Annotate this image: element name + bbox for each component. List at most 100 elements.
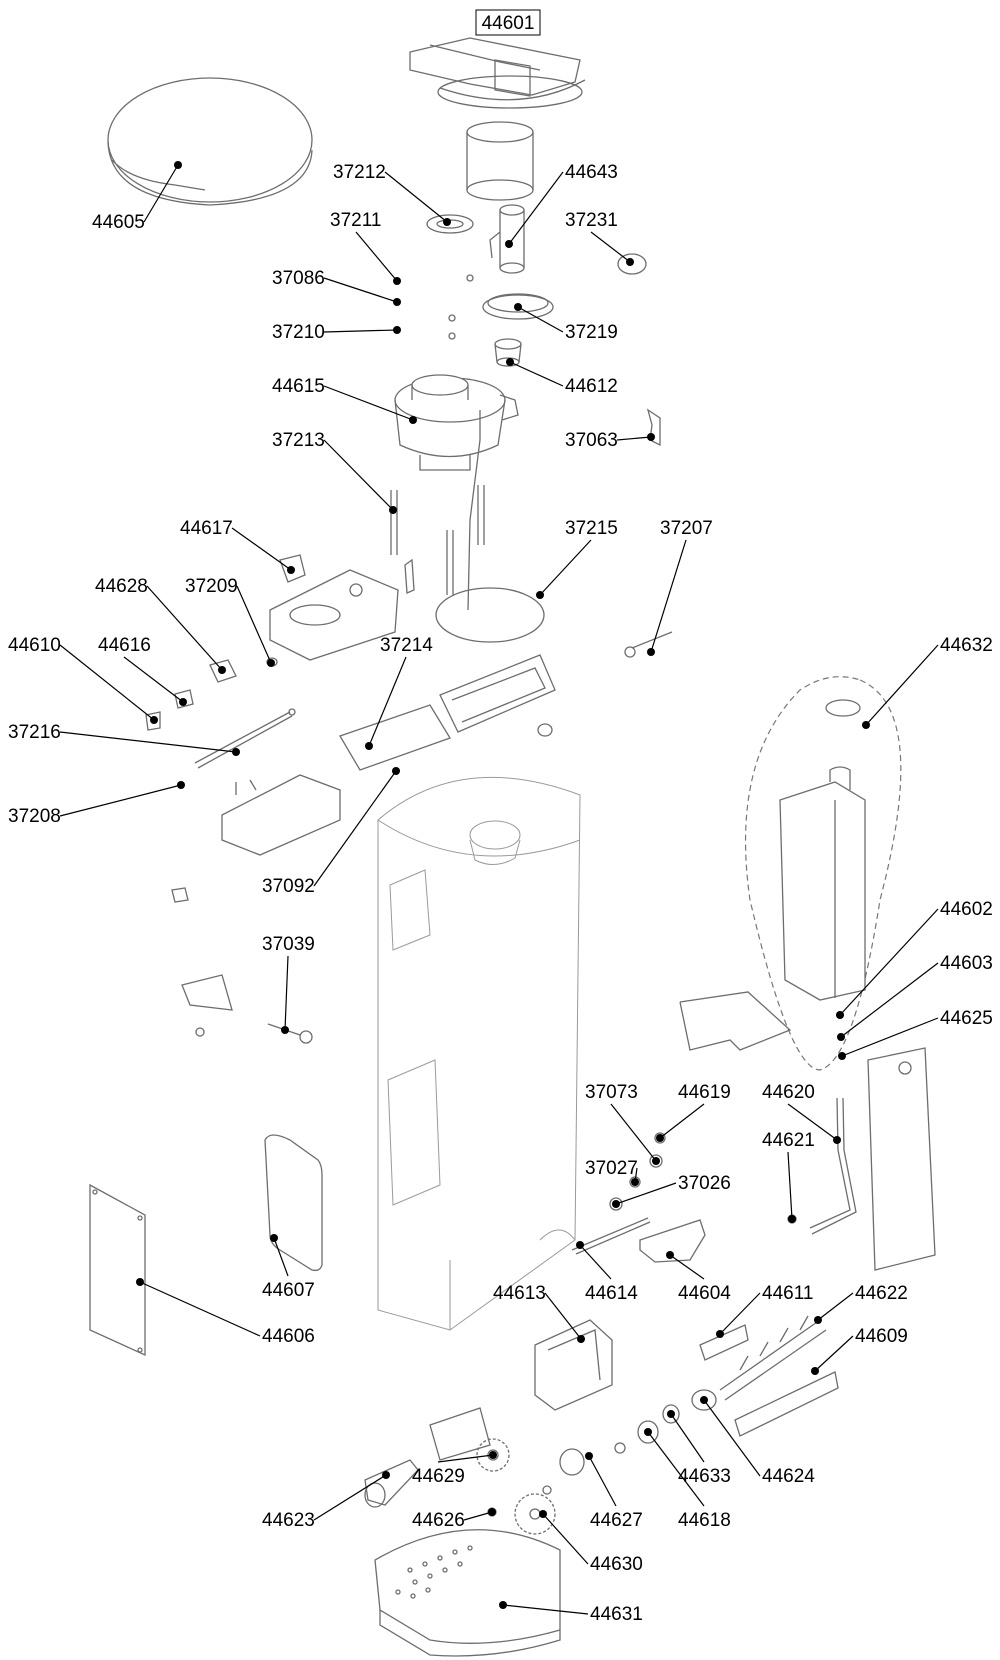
leader-line	[143, 164, 179, 223]
part-37216-shaft	[194, 708, 296, 769]
leader-line	[817, 1292, 854, 1321]
part-37214-gasket-frame	[339, 704, 451, 771]
part-number-label: 44632	[940, 635, 993, 656]
leader-dot	[644, 1428, 652, 1436]
part-number-label: 37211	[330, 210, 381, 231]
part-number-label: 44613	[493, 1283, 546, 1304]
leader-line	[463, 1511, 493, 1521]
callout-37207: 37207	[647, 518, 713, 656]
part-number-label: 37073	[585, 1082, 638, 1103]
part-number-label: 44633	[678, 1466, 731, 1487]
callout-44622: 44622	[814, 1283, 908, 1324]
leader-line	[323, 385, 414, 421]
callout-37219: 37219	[514, 303, 618, 343]
callout-44605: 44605	[92, 161, 182, 233]
callout-44617: 44617	[180, 518, 295, 574]
leader-dot	[833, 1136, 841, 1144]
part-control-box	[269, 569, 399, 661]
callout-44613: 44613	[493, 1283, 585, 1343]
part-44623-gear-motor	[364, 1459, 419, 1508]
leader-line	[669, 1254, 705, 1280]
leader-line	[659, 1103, 705, 1139]
part-motor-plate	[429, 1407, 491, 1461]
callout-44625: 44625	[838, 1008, 993, 1060]
part-number-label: 37207	[660, 518, 713, 539]
leader-dot	[536, 591, 544, 599]
leader-line	[719, 1292, 761, 1335]
leader-line	[59, 784, 182, 817]
leader-line	[588, 1455, 617, 1507]
callout-44621: 44621	[762, 1130, 815, 1223]
part-44614-shaft	[571, 1217, 651, 1255]
part-number-label: 37231	[565, 210, 618, 231]
leader-dot	[612, 1200, 620, 1208]
part-number-label: 44615	[272, 376, 325, 397]
leader-line	[323, 329, 398, 333]
leader-line	[139, 1281, 261, 1337]
leader-line	[323, 439, 394, 511]
part-drawings	[89, 37, 936, 1657]
leader-dot	[232, 748, 240, 756]
leader-line	[384, 171, 448, 223]
leader-dot	[365, 742, 373, 750]
callout-44628: 44628	[95, 576, 226, 674]
part-number-label: 44605	[92, 212, 145, 233]
leader-dot	[700, 1396, 708, 1404]
leader-line	[579, 1244, 612, 1280]
leader-dot	[505, 240, 513, 248]
leader-dot	[267, 659, 275, 667]
leader-line	[615, 1182, 677, 1205]
part-44604-bracket	[639, 1219, 706, 1263]
leader-dot	[656, 1134, 664, 1142]
leader-dot	[539, 1510, 547, 1518]
part-37213-rods	[390, 485, 485, 595]
part-44605-round-lid	[107, 77, 313, 206]
leader-dot	[862, 721, 870, 729]
part-filter-cassette	[439, 654, 556, 737]
part-number-label: 44607	[262, 1280, 315, 1301]
callout-37213: 37213	[272, 430, 397, 514]
callout-44627: 44627	[585, 1452, 643, 1531]
callout-44607: 44607	[262, 1234, 315, 1301]
leader-dot	[647, 433, 655, 441]
part-number-label: 44622	[855, 1283, 908, 1304]
part-bearings	[559, 1389, 717, 1476]
leader-dot	[136, 1278, 144, 1286]
leader-dot	[393, 298, 401, 306]
part-auger	[699, 1315, 839, 1437]
leader-dot	[667, 1410, 675, 1418]
part-number-label: 44630	[590, 1554, 643, 1575]
part-number-label: 44619	[678, 1082, 731, 1103]
leader-line	[544, 1292, 582, 1340]
part-37039-sensor	[181, 974, 313, 1044]
leader-line	[231, 527, 292, 571]
part-number-label: 37063	[565, 430, 618, 451]
part-37063-bracket	[646, 408, 661, 447]
leader-line	[865, 644, 939, 726]
callout-44632: 44632	[862, 635, 993, 729]
part-number-label: 37039	[262, 934, 315, 955]
part-number-label: 44612	[565, 376, 618, 397]
part-37215-gasket-ring	[435, 587, 545, 643]
leader-dot	[837, 1033, 845, 1041]
leader-line	[509, 361, 564, 387]
part-number-label: 44631	[590, 1604, 643, 1625]
part-small-clips	[145, 657, 278, 731]
part-bracket-plate	[221, 774, 341, 856]
part-37219-plate	[482, 293, 554, 320]
callout-44601: 44601	[475, 9, 541, 36]
leader-line	[59, 644, 155, 721]
leader-dot	[489, 1451, 497, 1459]
part-44620-hose	[809, 1097, 857, 1235]
leader-line	[323, 277, 398, 303]
leader-line	[610, 1103, 657, 1162]
part-number-label: 37209	[185, 576, 238, 597]
part-number-label: 44627	[590, 1510, 643, 1531]
callout-37026: 37026	[612, 1173, 731, 1208]
callout-37027: 37027	[585, 1158, 639, 1186]
leader-line	[273, 1237, 289, 1277]
part-number-label: 44629	[412, 1466, 465, 1487]
leader-line	[542, 1513, 589, 1565]
leader-dot	[647, 648, 655, 656]
